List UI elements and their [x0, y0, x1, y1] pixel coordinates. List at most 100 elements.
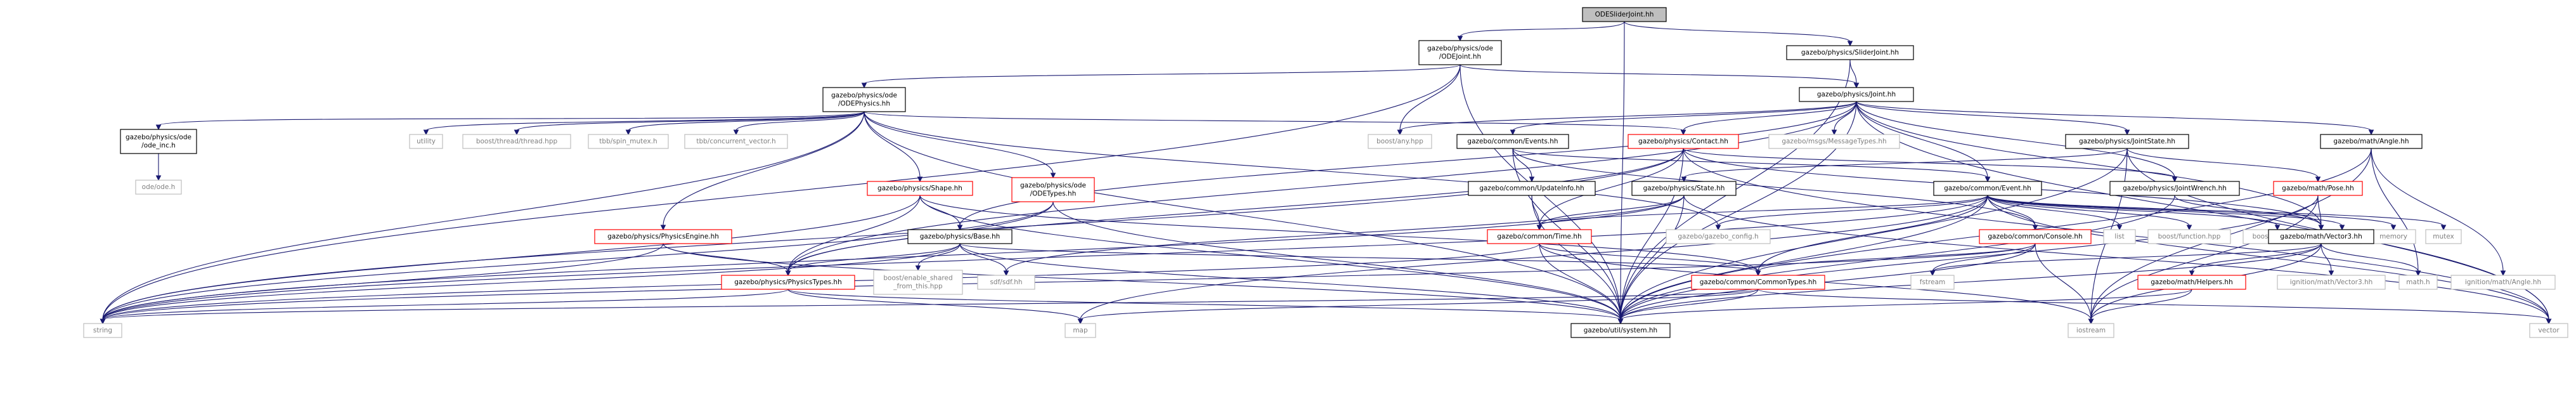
graph-node-n36[interactable]: gazebo/physics/PhysicsTypes.hh — [721, 275, 855, 290]
edge-n28-n40 — [1932, 243, 2036, 272]
graph-node-label: gazebo/physics/ode — [1020, 182, 1086, 190]
graph-node-label: gazebo/math/Helpers.hh — [2151, 278, 2233, 286]
graph-node-n20[interactable]: gazebo/physics/State.hh — [1631, 181, 1737, 196]
graph-node-label: _from_this.hpp — [893, 283, 943, 291]
graph-node-box — [2273, 181, 2363, 196]
graph-node-box — [120, 129, 197, 154]
graph-node-n35[interactable]: gazebo/math/Vector3.hh — [2268, 229, 2374, 244]
edge-n1-n4 — [1460, 64, 1857, 84]
graph-node-n16: ode/ode.h — [135, 180, 182, 195]
edge-n39-n45 — [102, 289, 1759, 320]
graph-node-label: iostream — [2076, 327, 2106, 334]
graph-node-n4[interactable]: gazebo/physics/Joint.hh — [1799, 87, 1914, 102]
edge-n25-n36 — [787, 243, 961, 272]
graph-node-n3[interactable]: gazebo/physics/ode/ODEPhysics.hh — [822, 87, 906, 112]
graph-node-label: string — [93, 327, 112, 334]
graph-node-n33: memory — [2371, 229, 2416, 244]
graph-node-n7: boost/thread/thread.hpp — [462, 134, 571, 149]
edge-n4-n11 — [1512, 101, 1857, 131]
edge-n11-n19 — [1512, 148, 1532, 178]
graph-node-box — [1065, 323, 1096, 338]
graph-node-label: /ODETypes.hh — [1030, 190, 1077, 198]
edge-arrowhead-n3-n8 — [625, 129, 631, 136]
graph-node-label: boost/thread/thread.hpp — [476, 138, 558, 145]
graph-node-label: gazebo/physics/ode — [1427, 45, 1493, 53]
edge-n21-n39 — [1757, 195, 1988, 272]
graph-node-n2[interactable]: gazebo/physics/SliderJoint.hh — [1786, 45, 1914, 60]
edge-arrowhead-n35-n42 — [2328, 270, 2334, 277]
edge-n21-n34 — [1987, 195, 2444, 226]
graph-node-n5[interactable]: gazebo/physics/ode/ode_inc.h — [120, 129, 197, 154]
graph-node-n25[interactable]: gazebo/physics/Base.hh — [907, 229, 1013, 244]
graph-node-n26[interactable]: gazebo/common/Time.hh — [1487, 229, 1592, 244]
edge-n1-n45 — [102, 64, 1461, 320]
graph-node-n24[interactable]: gazebo/physics/PhysicsEngine.hh — [594, 229, 732, 244]
graph-node-n41[interactable]: gazebo/math/Helpers.hh — [2137, 275, 2246, 290]
graph-node-label: gazebo/physics/JointState.hh — [2079, 138, 2175, 145]
graph-node-box — [1011, 177, 1095, 202]
edge-n21-n47 — [1620, 195, 1988, 320]
graph-node-n14[interactable]: gazebo/physics/JointState.hh — [2065, 134, 2189, 149]
graph-node-n9: tbb/concurrent_vector.h — [684, 134, 788, 149]
edge-n14-n23 — [2126, 148, 2319, 178]
edge-n36-n47 — [787, 289, 1621, 320]
graph-node-n13: gazebo/msgs/MessageTypes.hh — [1768, 134, 1900, 149]
edge-n25-n45 — [102, 243, 961, 320]
edge-n21-n45 — [102, 195, 1988, 320]
graph-node-n17[interactable]: gazebo/physics/Shape.hh — [867, 181, 973, 196]
graph-node-box — [83, 323, 122, 338]
graph-nodes: ODESliderJoint.hh gazebo/physics/ode/ODEJ… — [83, 7, 2568, 338]
graph-node-label: gazebo/physics/ode — [126, 134, 191, 141]
graph-node-label: gazebo/common/Time.hh — [1497, 233, 1581, 240]
graph-node-label: gazebo/physics/State.hh — [1643, 185, 1725, 192]
edge-n3-n18 — [864, 111, 1054, 174]
graph-node-box — [1418, 40, 1502, 65]
graph-node-n44: ignition/math/Angle.hh — [2450, 275, 2556, 290]
edge-n2-n4 — [1849, 59, 1857, 84]
graph-node-n39[interactable]: gazebo/common/CommonTypes.hh — [1691, 275, 1825, 290]
graph-node-box — [135, 180, 182, 195]
graph-node-n0[interactable]: ODESliderJoint.hh — [1582, 7, 1667, 22]
graph-node-n21[interactable]: gazebo/common/Event.hh — [1933, 181, 2042, 196]
graph-node-box — [867, 181, 973, 196]
graph-node-n11[interactable]: gazebo/common/Events.hh — [1456, 134, 1569, 149]
edge-n39-n47 — [1620, 289, 1759, 320]
edge-n39-n46 — [1080, 289, 1759, 320]
graph-node-box — [1933, 181, 2042, 196]
edge-arrowhead-n39-n45 — [100, 318, 106, 325]
graph-node-n1[interactable]: gazebo/physics/ode/ODEJoint.hh — [1418, 40, 1502, 65]
graph-node-label: gazebo/physics/ode — [831, 92, 897, 100]
graph-node-box — [2109, 181, 2240, 196]
edge-arrowhead-n4-n15 — [2368, 129, 2374, 136]
graph-node-n28[interactable]: gazebo/common/Console.hh — [1979, 229, 2092, 244]
graph-node-n47[interactable]: gazebo/util/system.hh — [1570, 323, 1671, 338]
graph-node-n19[interactable]: gazebo/common/UpdateInfo.hh — [1468, 181, 1596, 196]
edge-n3-n47 — [864, 111, 1621, 320]
edge-n20-n26 — [1539, 195, 1685, 226]
graph-node-label: vector — [2538, 327, 2560, 334]
edge-n3-n27 — [864, 111, 1719, 226]
graph-node-n15[interactable]: gazebo/math/Angle.hh — [2320, 134, 2423, 149]
edge-n24-n45 — [102, 243, 664, 320]
graph-node-n40: fstream — [1910, 275, 1955, 290]
edge-n21-n46 — [1080, 195, 1988, 320]
edge-n25-n47 — [959, 243, 1621, 320]
graph-node-box — [1799, 87, 1914, 102]
edge-n24-n47 — [663, 243, 1621, 320]
edge-n4-n35 — [1856, 101, 2322, 226]
graph-node-n18[interactable]: gazebo/physics/ode/ODETypes.hh — [1011, 177, 1095, 202]
graph-node-n12[interactable]: gazebo/physics/Contact.hh — [1628, 134, 1739, 149]
edge-n11-n21 — [1512, 148, 1988, 178]
edge-arrowhead-n21-n33 — [2390, 225, 2397, 231]
edge-n26-n39 — [1539, 243, 1759, 272]
edge-n26-n47 — [1539, 243, 1621, 320]
graph-node-box — [2137, 275, 2246, 290]
edge-n15-n43 — [2371, 148, 2419, 272]
graph-node-box — [594, 229, 732, 244]
graph-node-n23[interactable]: gazebo/math/Pose.hh — [2273, 181, 2363, 196]
edge-arrowhead-n15-n44 — [2500, 270, 2506, 277]
edge-n21-n28 — [1987, 195, 2036, 226]
graph-node-n22[interactable]: gazebo/physics/JointWrench.hh — [2109, 181, 2240, 196]
edge-n21-n33 — [1987, 195, 2394, 226]
edge-n15-n44 — [2371, 148, 2504, 272]
